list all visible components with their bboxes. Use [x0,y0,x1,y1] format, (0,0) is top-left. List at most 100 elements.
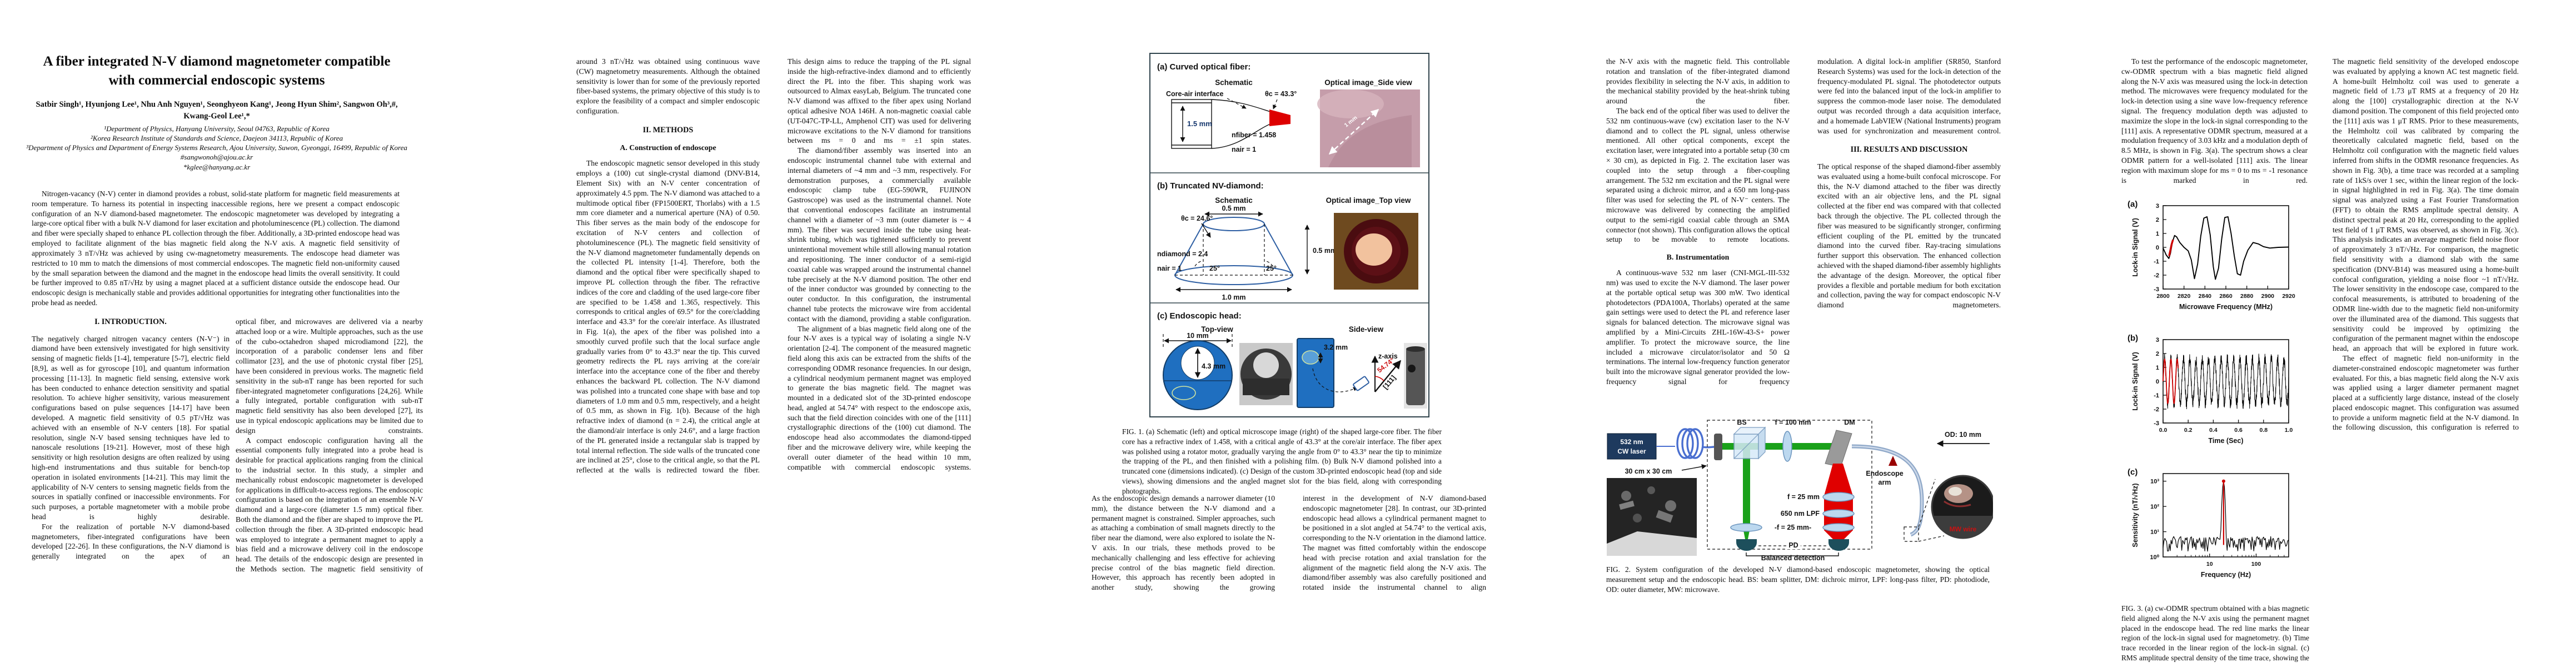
svg-text:-2: -2 [2154,406,2159,413]
fig2-endoscope-arm-label-1: Endoscope [1866,470,1903,477]
fig2-setup-size-label: 30 cm x 30 cm [1625,467,1672,475]
svg-text:10²: 10² [2150,504,2159,510]
fig1-panel-b-label: (b) Truncated NV-diamond: [1157,181,1264,191]
affiliation-3: ³Department of Physics and Department of… [26,143,407,152]
section-heading-introduction: I. INTRODUCTION. [94,317,167,326]
fig2-fiber-port [1714,434,1722,460]
fig1-a-red-cone [1269,109,1291,126]
page2-column-left: around 3 nT/√Hz was obtained using conti… [576,57,760,660]
subsection-heading-construction: A. Construction of endoscope [620,143,716,152]
fig1-b-schematic-label: Schematic [1215,196,1253,205]
svg-text:0.6: 0.6 [2234,427,2243,434]
svg-text:0: 0 [2156,245,2159,251]
affiliation-2: ²Korea Research Institute of Standards a… [90,134,343,143]
fig2-laser-label-1: 532 nm [1620,438,1643,446]
paragraph: As the endoscopic design demands a narro… [1092,494,1275,592]
page-4: the N-V axis with the magnetic field. Th… [1546,0,2061,667]
svg-text:10¹: 10¹ [2150,529,2159,536]
fig1-b-height: 0.5 mm [1313,247,1337,255]
subsection-heading-instrumentation: B. Instrumentation [1666,253,1730,262]
fig2-endoscope-arm-label-2: arm [1879,479,1891,486]
fig1-b-ndiamond: ndiamond = 2.4 [1157,250,1208,258]
fig1-a-schematic-label: Schematic [1215,78,1253,87]
svg-text:0.2: 0.2 [2184,427,2193,434]
fig2-pd-label: PD [1788,541,1798,549]
svg-text:2860: 2860 [2219,293,2233,300]
fig1-b-nair: nair = 1 [1157,265,1182,272]
paragraph: interest in the development of N-V diamo… [1303,494,1486,592]
fig1-b-photo-top-view [1334,213,1418,290]
page3-column-left: As the endoscopic design demands a narro… [1092,494,1275,605]
figure-2-svg: 30 cm x 30 cm 532 nm CW laser [1607,419,1995,562]
svg-text:Sensitivity (nT/√Hz): Sensitivity (nT/√Hz) [2131,483,2139,547]
page4-column-left: the N-V axis with the magnetic field. Th… [1606,57,1790,411]
fig2-photodiode-right [1828,539,1849,551]
paragraph: This design aims to reduce the trapping … [788,57,971,145]
fig1-panel-c-label: (c) Endoscopic head: [1157,311,1242,321]
svg-text:0: 0 [2156,379,2159,385]
paper-title: A fiber integrated N-V diamond magnetome… [43,54,391,88]
fig2-lens-f25-lower-green [1730,523,1762,532]
svg-text:0.4: 0.4 [2209,427,2218,434]
svg-text:-2: -2 [2154,272,2159,279]
paragraph: A compact endoscopic configuration havin… [236,436,423,573]
fig2-longpass-filter [1822,509,1855,518]
fig2-lens-f25-upper [1822,492,1855,502]
paragraph: around 3 nT/√Hz was obtained using conti… [576,57,760,115]
svg-text:Time (Sec): Time (Sec) [2209,437,2244,445]
svg-text:100: 100 [2251,561,2261,568]
page4-column-right: modulation. A digital lock-in amplifier … [1817,57,2001,411]
fig2-dm-label: DM [1844,419,1855,426]
paragraph: A continuous-wave 532 nm laser (CNI-MGL-… [1606,268,1790,386]
fig2-f25a-label: f = 25 mm [1787,493,1820,501]
fig1-panel-a: (a) Curved optical fiber: Schematic Opti… [1157,62,1420,167]
fig1-b-optical-label: Optical image_Top view [1326,196,1411,205]
fig2-laser-box: 532 nm CW laser [1607,433,1657,460]
svg-text:-1: -1 [2154,258,2159,265]
fig3-panel-a-letter: (a) [2127,200,2137,209]
svg-text:2820: 2820 [2178,293,2191,300]
fig2-endoscope-arm [1851,444,1924,537]
svg-text:10⁰: 10⁰ [2150,554,2159,561]
figure-1-svg: (a) Curved optical fiber: Schematic Opti… [1149,53,1429,417]
affiliations: ¹Department of Physics, Hanyang Universi… [17,124,417,172]
page-5: To test the performance of the endoscopi… [2061,0,2576,667]
fig1-a-optical-label: Optical image_Side view [1324,78,1412,87]
fig1-c-sideview-photo [1404,343,1427,409]
page-2: around 3 nT/√Hz was obtained using conti… [515,0,1030,667]
affiliation-1: ¹Department of Physics, Hanyang Universi… [104,125,330,133]
fig2-lens-f100 [1782,431,1792,462]
svg-text:2800: 2800 [2156,293,2170,300]
email-corresponding-1: #sangwonoh@ajou.ac.kr [180,153,253,162]
abstract: Nitrogen-vacancy (N-V) center in diamond… [32,189,400,308]
paragraph: modulation. A digital lock-in amplifier … [1817,57,2001,135]
paragraph: The effect of magnetic field non-uniform… [2333,354,2519,432]
fig2-setup-photo [1607,478,1697,556]
fig2-beam-splitter [1733,426,1766,460]
fig2-lpf-label: 650 nm LPF [1781,510,1820,517]
paragraph: The negatively charged nitrogen vacancy … [32,334,230,521]
paragraph: The endoscopic magnetic sensor developed… [576,159,760,475]
svg-text:3: 3 [2156,337,2159,344]
paragraph: The diamond/fiber assembly was inserted … [788,146,971,323]
fig2-photodiode-left [1736,539,1757,551]
fig1-panel-a-label: (a) Curved optical fiber: [1157,62,1250,72]
fig1-c-topview-photo [1239,343,1293,405]
fig1-c-z-axis-label: z-axis [1378,352,1398,360]
svg-text:2900: 2900 [2261,293,2275,300]
section-heading-results: III. RESULTS AND DISCUSSION [1850,145,1968,155]
fig2-bs-label: BS [1737,419,1746,426]
svg-text:2920: 2920 [2282,293,2295,300]
paragraph: For the realization of portable N-V diam… [32,522,230,561]
authors-line-2: Kwang-Geol Lee¹,* [183,112,250,121]
page1-column-left: I. INTRODUCTION. The negatively charged … [32,315,230,626]
paragraph: the N-V axis with the magnetic field. Th… [1606,57,1790,106]
figure-1: (a) Curved optical fiber: Schematic Opti… [1149,53,1429,420]
svg-text:10: 10 [2206,561,2213,568]
svg-text:Microwave Frequency (MHz): Microwave Frequency (MHz) [2179,303,2273,311]
svg-text:0.0: 0.0 [2159,427,2168,434]
figure-2: 30 cm x 30 cm 532 nm CW laser [1604,412,1995,564]
paragraph: The optical response of the shaped diamo… [1817,162,2001,310]
